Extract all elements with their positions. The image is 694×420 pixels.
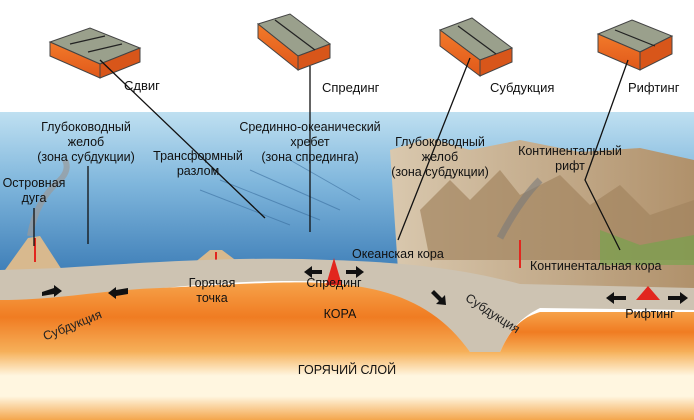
svg-text:дуга: дуга [22, 191, 47, 205]
svg-text:Островная: Островная [3, 176, 66, 190]
svg-text:точка: точка [196, 291, 228, 305]
label-continental-crust: Континентальная кора [530, 259, 662, 273]
label-shear: Сдвиг [124, 78, 160, 93]
label-spreading: Спрединг [306, 276, 362, 290]
label-rifting: Рифтинг [625, 307, 675, 321]
label-spreading-top: Спрединг [322, 80, 380, 95]
svg-text:(зона спрединга): (зона спрединга) [261, 150, 358, 164]
svg-text:Континентальный: Континентальный [518, 144, 622, 158]
svg-text:хребет: хребет [290, 135, 330, 149]
label-oceanic-crust: Океанская кора [352, 247, 444, 261]
label-crust: КОРА [324, 307, 357, 321]
svg-text:желоб: желоб [422, 150, 458, 164]
svg-text:(зона субдукции): (зона субдукции) [37, 150, 135, 164]
svg-text:Глубоководный: Глубоководный [395, 135, 485, 149]
svg-text:Срединно-океанический: Срединно-океанический [239, 120, 380, 134]
svg-text:разлом: разлом [177, 164, 219, 178]
label-hot-layer: ГОРЯЧИЙ СЛОЙ [298, 362, 396, 377]
svg-text:Трансформный: Трансформный [153, 149, 243, 163]
svg-text:желоб: желоб [68, 135, 104, 149]
svg-text:(зона субдукции): (зона субдукции) [391, 165, 489, 179]
svg-text:Горячая: Горячая [189, 276, 236, 290]
svg-text:Глубоководный: Глубоководный [41, 120, 131, 134]
label-rifting-top: Рифтинг [628, 80, 680, 95]
label-subduction-top: Субдукция [490, 80, 554, 95]
svg-text:рифт: рифт [555, 159, 585, 173]
